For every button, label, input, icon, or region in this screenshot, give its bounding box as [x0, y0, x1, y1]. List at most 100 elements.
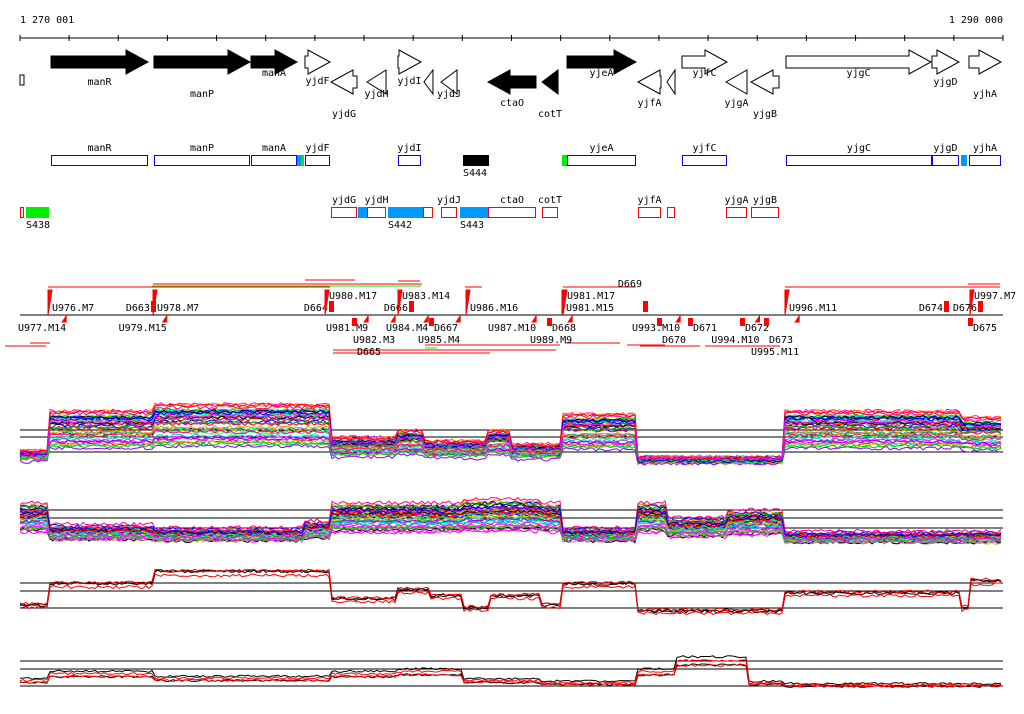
expression-series-line: [19, 524, 1002, 545]
expression-panel-1: [19, 402, 1003, 466]
feature-label: yjdJ: [437, 195, 461, 206]
gene-label: manA: [262, 68, 286, 79]
tu-promoter-marker: [531, 314, 537, 323]
tu-label-below: U984.M4: [386, 323, 428, 334]
tu-label-below: D670: [662, 335, 686, 346]
expression-series-line: [19, 505, 1002, 538]
gene-arrow-yjhA: [968, 49, 1003, 75]
tu-promoter-marker: [324, 289, 330, 316]
tu-label-below: U977.M14: [18, 323, 66, 334]
feature-red: [423, 207, 433, 218]
gene-label: yjgB: [753, 109, 777, 120]
feature-label: cotT: [538, 195, 562, 206]
feature-blue: [357, 207, 368, 218]
tu-promoter-marker: [423, 314, 429, 323]
gene-arrow-yjgB: [749, 69, 780, 95]
tu-label-below: D673: [769, 335, 793, 346]
tu-label-above: U997.M7: [974, 291, 1016, 302]
feature-yjhA: [968, 155, 1001, 166]
tu-label-above: U978.M7: [157, 303, 199, 314]
feature-S443: [460, 207, 488, 218]
feature-label: manR: [87, 143, 112, 154]
feature-label: yjdH: [364, 195, 388, 206]
gene-arrow-yjeA: [566, 49, 638, 75]
tu-label-below: D671: [693, 323, 717, 334]
feature-label: ctaO: [500, 195, 524, 206]
gene-arrow-yjdF: [304, 49, 332, 75]
gene-arrow-manP: [153, 49, 252, 75]
feature-label: yjdG: [332, 195, 356, 206]
tu-terminator-marker: [977, 301, 983, 312]
axis-start-label: 1 270 001: [20, 15, 74, 26]
feature-S438: [25, 207, 49, 218]
feature-cotT: [541, 207, 559, 218]
gene-arrow-ctaO: [486, 69, 537, 95]
feature-yjdJ: [440, 207, 458, 218]
expression-series-line: [19, 663, 1002, 688]
tu-label-below: U989.M9: [530, 335, 572, 346]
gene-label: yjhA: [973, 89, 997, 100]
feature-yjgC: [785, 155, 932, 166]
expression-panel-4: [19, 655, 1003, 688]
feature-label: S442: [388, 220, 412, 231]
gene-arrow-yjdH: [366, 69, 387, 95]
feature-yjeA: [567, 155, 636, 166]
tu-label-above: D674: [919, 303, 943, 314]
feature-ctaO: [487, 207, 537, 218]
expression-series-line: [19, 523, 1002, 541]
gene-arrow-manA: [250, 49, 299, 75]
feature-label: yjeA: [589, 143, 613, 154]
expression-series-line: [19, 403, 1002, 461]
tu-terminator-marker: [352, 318, 358, 326]
tu-label-below: U985.M4: [418, 335, 460, 346]
feature-label: yjgD: [933, 143, 957, 154]
feature-label: yjgA: [724, 195, 748, 206]
tu-promoter-marker: [465, 289, 471, 316]
tu-terminator-marker: [967, 318, 973, 326]
feature-label: manA: [262, 143, 286, 154]
tu-label-below: U982.M3: [353, 335, 395, 346]
feature-yjgD: [931, 155, 959, 166]
tu-label-above: U996.M11: [789, 303, 837, 314]
gene-label: yjdF: [305, 76, 329, 87]
feature-S442: [388, 207, 424, 218]
expression-series-line: [19, 441, 1002, 463]
tu-label-below: U993.M10: [632, 323, 680, 334]
feature-label: yjhA: [973, 143, 997, 154]
tu-terminator-marker: [546, 318, 552, 326]
tu-label-below: U995.M11: [751, 347, 799, 358]
tu-promoter-marker: [562, 289, 568, 316]
tu-promoter-marker: [567, 314, 573, 323]
gene-arrow-unnamed: [666, 68, 676, 96]
tu-promoter-marker: [675, 314, 681, 323]
feature-red: [666, 207, 676, 218]
gene-label: yjeA: [589, 68, 613, 79]
gene-label: ctaO: [500, 98, 524, 109]
expression-series-line: [19, 573, 1002, 616]
tu-terminator-marker: [763, 318, 769, 326]
gene-label: yjfA: [637, 98, 661, 109]
tu-label-below: D675: [973, 323, 997, 334]
feature-manP: [153, 155, 250, 166]
tu-label-above: U986.M16: [470, 303, 518, 314]
feature-label: yjdI: [397, 143, 421, 154]
tu-label-below: U994.M10: [711, 335, 759, 346]
expression-series-line: [19, 658, 1002, 687]
tu-label-above: U981.M15: [566, 303, 614, 314]
feature-label: S444: [463, 168, 487, 179]
expression-series-line: [19, 524, 1002, 542]
gene-label: yjgD: [933, 77, 957, 88]
gene-box: [19, 74, 25, 86]
tu-label-below: D667: [434, 323, 458, 334]
tu-promoter-marker: [152, 289, 158, 316]
tu-label-above: D669: [618, 279, 642, 290]
feature-label: S443: [460, 220, 484, 231]
gene-arrow-unnamed: [423, 68, 434, 96]
gene-label: yjgA: [724, 98, 748, 109]
feature-yjdH: [367, 207, 387, 218]
gene-arrow-yjdG: [329, 69, 358, 95]
coordinate-axis: 1 270 001 1 290 000: [19, 15, 1004, 41]
